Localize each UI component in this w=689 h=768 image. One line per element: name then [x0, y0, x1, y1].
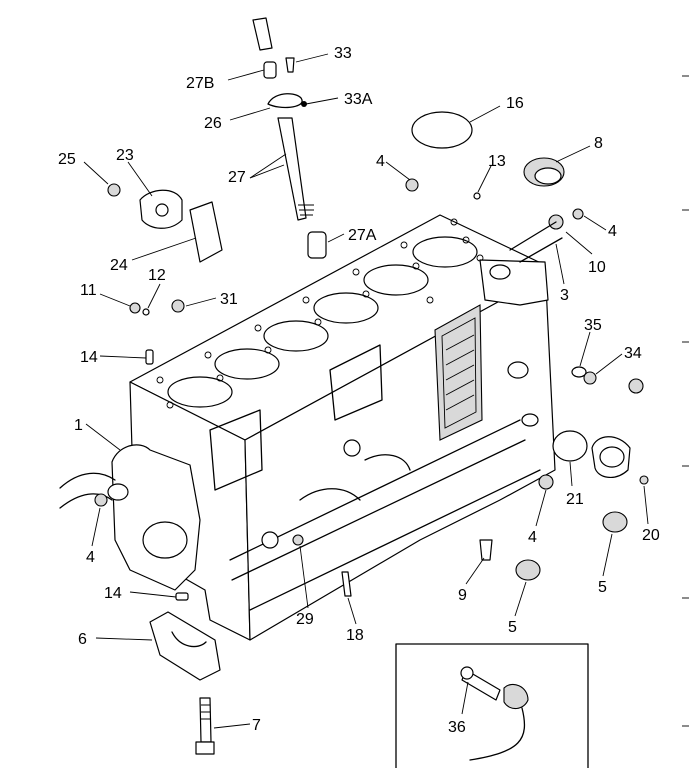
callout-8: 8	[594, 135, 603, 152]
callout-5-b: 5	[508, 619, 517, 636]
callout-3: 3	[560, 287, 569, 304]
callout-25: 25	[58, 151, 76, 168]
inset-box	[395, 643, 589, 768]
callout-9: 9	[458, 587, 467, 604]
callout-12: 12	[148, 267, 166, 284]
callout-13: 13	[488, 153, 506, 170]
callout-1: 1	[74, 417, 83, 434]
callout-33a: 33A	[344, 91, 373, 108]
callout-4-c: 4	[86, 549, 95, 566]
callout-29: 29	[296, 611, 314, 628]
callout-16: 16	[506, 95, 524, 112]
callout-26: 26	[204, 115, 222, 132]
callout-27: 27	[228, 169, 246, 186]
parts	[94, 17, 649, 755]
callout-4-b: 4	[608, 223, 617, 240]
callout-18: 18	[346, 627, 364, 644]
callout-31: 31	[220, 291, 238, 308]
callout-6: 6	[78, 631, 87, 648]
callout-14-b: 14	[104, 585, 122, 602]
callout-35: 35	[584, 317, 602, 334]
leader-lines	[83, 53, 649, 729]
page-edge-ticks	[682, 75, 689, 727]
callout-4-a: 4	[376, 153, 385, 170]
callout-14-a: 14	[80, 349, 98, 366]
callout-27a: 27A	[348, 227, 377, 244]
callout-5-a: 5	[598, 579, 607, 596]
callout-21: 21	[566, 491, 584, 508]
callout-23: 23	[116, 147, 134, 164]
callout-4-d: 4	[528, 529, 537, 546]
callout-20: 20	[642, 527, 660, 544]
callout-11: 11	[80, 282, 97, 299]
callout-24: 24	[110, 257, 128, 274]
callout-labels: 33 27B 33A 26 16 8 25 23 4 13 27 27A 4 2…	[58, 45, 660, 736]
callout-7: 7	[252, 717, 261, 734]
callout-34: 34	[624, 345, 642, 362]
cylinder-block	[59, 214, 556, 641]
callout-36: 36	[448, 719, 466, 736]
callout-27b: 27B	[186, 75, 214, 92]
callout-10: 10	[588, 259, 606, 276]
callout-33: 33	[334, 45, 352, 62]
